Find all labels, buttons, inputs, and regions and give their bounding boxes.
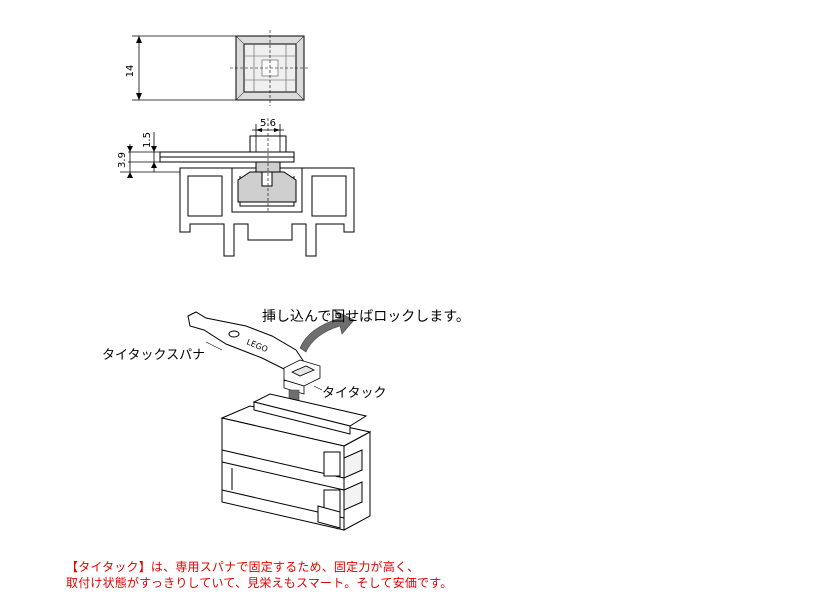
aluminum-frame: [220, 393, 372, 531]
leader-lines: [205, 341, 323, 391]
spanner-label: タイタックスパナ: [102, 348, 206, 363]
rotate-arrow: [299, 309, 355, 353]
dimension-14: 14: [125, 65, 136, 78]
dimension-1-5: 1.5: [142, 132, 153, 148]
tie-tack-nut: [283, 359, 321, 395]
dimension-3-9: 3.9: [117, 152, 128, 168]
caption-line-1: 【タイタック】は、専用スパナで固定するため、固定力が高く、: [66, 560, 420, 574]
dimension-5-6: 5.6: [260, 118, 276, 129]
tie-tack-spanner: LEGO: [187, 311, 305, 373]
instruction-label: 挿し込んで回せばロックします。: [262, 309, 470, 325]
top-view: [132, 30, 310, 106]
nut-label: タイタック: [322, 386, 387, 401]
caption-line-2: 取付け状態がすっきりしていて、見栄えもスマート。そして安価です。: [66, 576, 453, 590]
section-view: [120, 118, 355, 257]
